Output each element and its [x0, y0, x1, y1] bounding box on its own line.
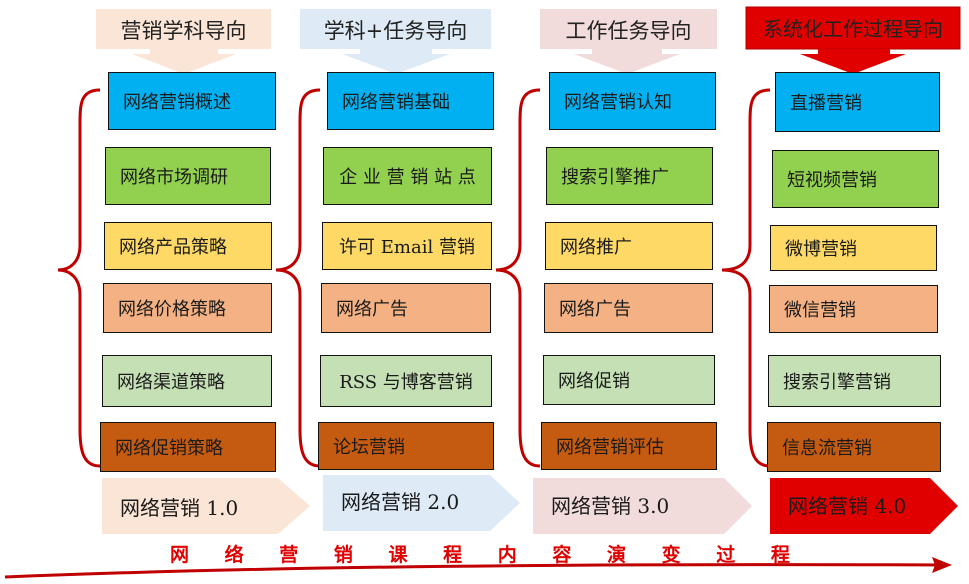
version-arrow-2 — [323, 475, 520, 531]
footer-caption: 网 络 营 销 课 程 内 容 演 变 过 程 — [170, 540, 790, 567]
column-3-header: 工作任务导向 — [540, 9, 717, 53]
footer-char: 课 — [388, 544, 408, 566]
version-2-label: 网络营销 2.0 — [341, 490, 460, 514]
column-3-item-2: 搜索引擎推广 — [546, 147, 713, 205]
footer-char: 络 — [224, 544, 244, 566]
header-arrow-4 — [745, 6, 961, 74]
column-2-item-6: 论坛营销 — [318, 422, 494, 470]
header-arrow-2 — [300, 9, 491, 74]
column-4-item-4: 微信营销 — [769, 285, 938, 333]
column-4-item-6: 信息流营销 — [767, 422, 941, 472]
timeline-arrow — [4, 557, 952, 579]
column-1-item-3: 网络产品策略 — [104, 222, 272, 270]
version-1-label: 网络营销 1.0 — [120, 496, 239, 520]
column-1-item-1: 网络营销概述 — [108, 72, 276, 130]
footer-char: 过 — [716, 544, 736, 566]
column-1-header-text: 营销学科导向 — [120, 19, 247, 43]
column-4-header-text: 系统化工作过程导向 — [763, 17, 943, 41]
version-3-label: 网络营销 3.0 — [551, 494, 670, 518]
footer-char: 程 — [443, 544, 463, 566]
column-2-header: 学科+任务导向 — [300, 9, 491, 53]
version-2: 网络营销 2.0 — [323, 472, 523, 532]
version-4-label: 网络营销 4.0 — [788, 494, 907, 518]
column-4-header: 系统化工作过程导向 — [746, 7, 960, 51]
column-2-item-2: 企 业 营 销 站 点 — [323, 147, 492, 205]
version-arrow-4 — [770, 478, 958, 534]
column-2-item-1: 网络营销基础 — [327, 72, 494, 130]
version-3: 网络营销 3.0 — [533, 476, 733, 536]
column-4-item-5: 搜索引擎营销 — [768, 355, 941, 407]
column-4-item-3: 微博营销 — [770, 225, 937, 271]
header-arrow-3 — [540, 9, 717, 74]
version-4: 网络营销 4.0 — [770, 476, 969, 536]
footer-char: 销 — [333, 544, 353, 566]
footer-char: 网 — [170, 544, 190, 566]
column-1-item-5: 网络渠道策略 — [102, 355, 272, 407]
column-2-header-text: 学科+任务导向 — [323, 19, 468, 43]
column-1-item-2: 网络市场调研 — [105, 147, 271, 205]
column-3-item-3: 网络推广 — [545, 222, 713, 270]
footer-char: 程 — [770, 544, 790, 566]
brace-3 — [495, 88, 541, 468]
header-arrow-1 — [96, 9, 271, 74]
column-4-item-2: 短视频营销 — [772, 150, 939, 208]
column-2-item-3: 许可 Email 营销 — [322, 222, 492, 270]
column-1-item-6: 网络促销策略 — [100, 422, 276, 472]
brace-4 — [721, 88, 771, 468]
footer-char: 容 — [552, 544, 572, 566]
column-3-header-text: 工作任务导向 — [565, 19, 692, 43]
footer-char: 内 — [497, 544, 517, 566]
version-arrow-1 — [102, 478, 310, 534]
brace-1 — [57, 88, 101, 468]
version-1: 网络营销 1.0 — [102, 478, 302, 538]
column-4-item-1: 直播营销 — [775, 72, 940, 132]
column-3-item-5: 网络促销 — [543, 355, 715, 405]
footer-char: 变 — [661, 544, 681, 566]
column-1-item-4: 网络价格策略 — [103, 283, 272, 333]
version-arrow-3 — [533, 478, 752, 534]
column-3-item-1: 网络营销认知 — [549, 72, 716, 130]
footer-char: 演 — [607, 544, 627, 566]
column-2-item-5: RSS 与博客营销 — [320, 355, 492, 407]
footer-char: 营 — [279, 544, 299, 566]
brace-2 — [275, 88, 321, 468]
column-3-item-4: 网络广告 — [544, 283, 713, 333]
column-1-header: 营销学科导向 — [96, 9, 271, 53]
column-2-item-4: 网络广告 — [321, 283, 491, 333]
column-3-item-6: 网络营销评估 — [541, 422, 717, 470]
